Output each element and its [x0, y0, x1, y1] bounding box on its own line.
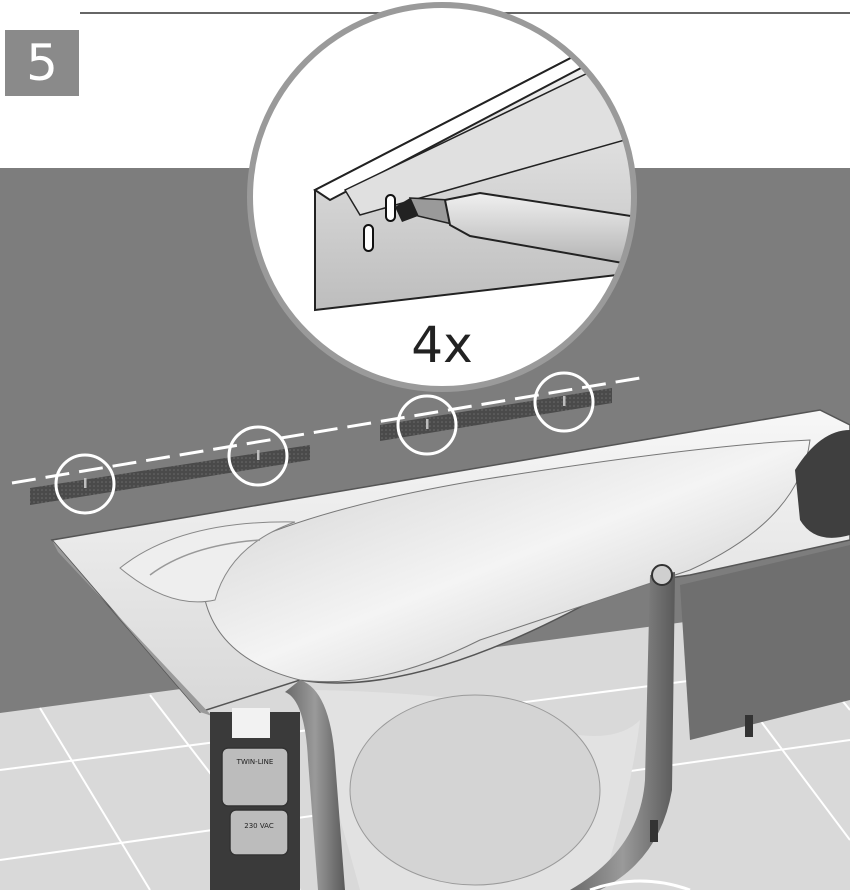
mark-slots [84, 396, 566, 488]
mark-circle-4 [533, 371, 595, 433]
control-unit: TWIN-LINE 230 VAC [221, 747, 289, 856]
count-label: 4x [411, 316, 472, 374]
mounting-strip-right [380, 388, 612, 441]
bottom-partial-circle [589, 879, 691, 890]
mark-circle-2 [227, 425, 289, 487]
marker-pen [395, 191, 634, 302]
mark-circle-3 [396, 394, 458, 456]
power-unit-label: 230 VAC [244, 822, 274, 830]
zoom-callout: 4x [247, 2, 637, 392]
control-unit-label: TWIN-LINE [236, 758, 274, 766]
mark-circle-1 [54, 453, 116, 515]
step-number: 5 [26, 34, 58, 92]
rail-slot-2 [363, 224, 374, 252]
step-number-badge: 5 [5, 30, 79, 96]
mounting-strip-left [30, 445, 310, 505]
rail-slot-1 [385, 194, 396, 222]
mark-circles [54, 371, 595, 515]
mounting-strips [30, 388, 612, 505]
bathtub [50, 409, 850, 890]
